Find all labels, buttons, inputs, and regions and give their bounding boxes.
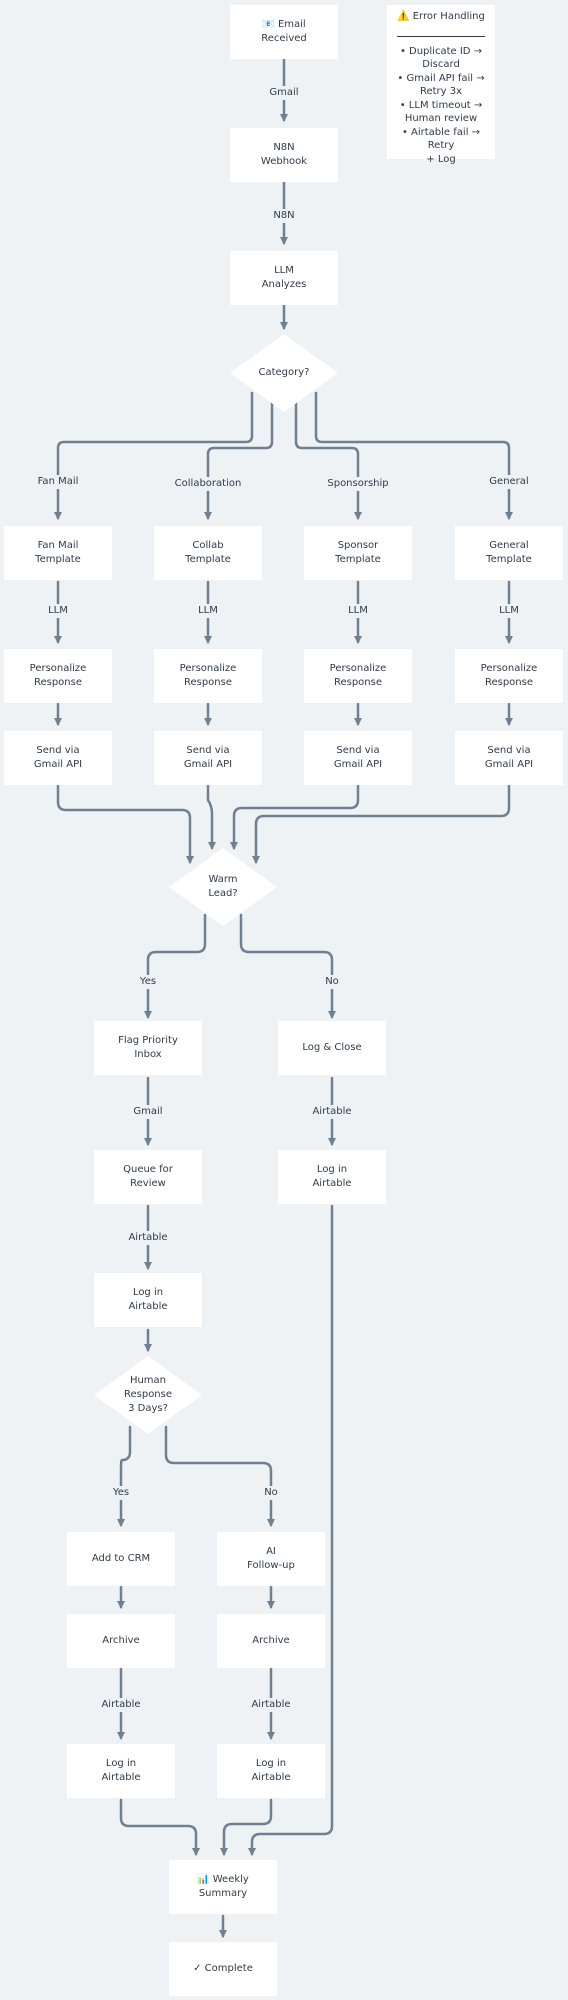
decision-category: Category?	[230, 334, 338, 412]
edge-send-general-to-warm	[252, 784, 511, 864]
decision-human-response: Human Response 3 Days?	[94, 1356, 202, 1434]
error-handling-panel: ⚠️ Error Handling • Duplicate ID → Disca…	[387, 5, 495, 165]
node-flag-priority: Flag Priority Inbox	[94, 1021, 202, 1075]
error-handling-item: • Gmail API fail → Retry 3x	[397, 72, 485, 98]
edge-category-to-fan	[54, 391, 254, 520]
edge-send-fan-to-warm	[56, 784, 194, 864]
node-personalize-fan: Personalize Response	[4, 649, 112, 703]
node-log-airtable-close: Log in Airtable	[278, 1150, 386, 1204]
edge-label-yes: Yes	[110, 1486, 132, 1500]
edge-human-yes	[117, 1425, 132, 1527]
node-send-general: Send via Gmail API	[455, 731, 563, 785]
edge-label-llm: LLM	[346, 604, 370, 618]
node-add-crm: Add to CRM	[67, 1532, 175, 1586]
diamond-shape	[230, 334, 338, 412]
edge-label-gmail: Gmail	[267, 86, 301, 100]
error-handling-title: ⚠️ Error Handling	[397, 11, 485, 22]
node-personalize-general: Personalize Response	[455, 649, 563, 703]
edge-label-fan-mail: Fan Mail	[35, 475, 81, 489]
edge-label-airtable: Airtable	[310, 1105, 354, 1119]
error-handling-item: • Duplicate ID → Discard	[399, 45, 483, 71]
edge-human-no	[164, 1425, 275, 1527]
error-handling-item: • Airtable fail → Retry + Log	[401, 126, 481, 165]
edge-log-no-to-summary	[220, 1798, 273, 1856]
divider	[397, 35, 485, 37]
edge-label-airtable: Airtable	[249, 1698, 293, 1712]
edge-send-collab-to-warm	[206, 784, 216, 850]
node-send-fan: Send via Gmail API	[4, 731, 112, 785]
node-sponsor-template: Sponsor Template	[304, 526, 412, 580]
node-archive-yes: Archive	[67, 1614, 175, 1668]
node-n8n-webhook: N8N Webhook	[230, 128, 338, 182]
node-log-close: Log & Close	[278, 1021, 386, 1075]
node-ai-followup: AI Follow-up	[217, 1532, 325, 1586]
edge-log-close-to-summary	[248, 1204, 334, 1856]
decision-warm-lead: Warm Lead?	[169, 848, 277, 926]
edge-label-collaboration: Collaboration	[172, 477, 244, 491]
edge-label-airtable: Airtable	[126, 1231, 170, 1245]
decision-warm-lead-label: Warm Lead?	[208, 874, 238, 899]
error-handling-item: • LLM timeout → Human review	[399, 99, 483, 125]
edge-label-no: No	[262, 1486, 280, 1500]
edge-label-airtable: Airtable	[99, 1698, 143, 1712]
edge-label-general: General	[487, 475, 531, 489]
edge-label-llm: LLM	[196, 604, 220, 618]
node-fan-template: Fan Mail Template	[4, 526, 112, 580]
node-log-airtable-yes: Log in Airtable	[67, 1744, 175, 1798]
edge-warm-no	[239, 913, 336, 1019]
node-send-sponsor: Send via Gmail API	[304, 731, 412, 785]
decision-category-label: Category?	[258, 367, 310, 378]
edge-label-n8n: N8N	[271, 209, 297, 223]
node-llm-analyzes: LLM Analyzes	[230, 251, 338, 305]
node-complete: ✓ Complete	[169, 1942, 277, 1996]
diamond-shape	[169, 848, 277, 926]
decision-human-response-label: Human Response 3 Days?	[123, 1375, 173, 1414]
node-log-airtable-review: Log in Airtable	[94, 1273, 202, 1327]
edge-category-to-general	[314, 391, 513, 520]
edge-label-yes: Yes	[137, 975, 159, 989]
edge-send-sponsor-to-warm	[230, 784, 360, 850]
node-log-airtable-no: Log in Airtable	[217, 1744, 325, 1798]
node-queue-review: Queue for Review	[94, 1150, 202, 1204]
edge-category-to-sponsor	[294, 401, 362, 520]
edge-label-llm: LLM	[46, 604, 70, 618]
edge-warm-yes	[144, 913, 207, 1019]
node-personalize-collab: Personalize Response	[154, 649, 262, 703]
edge-log-yes-to-summary	[119, 1798, 200, 1856]
node-email-received: 📧 Email Received	[230, 5, 338, 59]
edge-label-sponsorship: Sponsorship	[325, 477, 391, 491]
node-general-template: General Template	[455, 526, 563, 580]
node-collab-template: Collab Template	[154, 526, 262, 580]
node-send-collab: Send via Gmail API	[154, 731, 262, 785]
node-archive-no: Archive	[217, 1614, 325, 1668]
edge-label-gmail: Gmail	[131, 1105, 165, 1119]
node-weekly-summary: 📊 Weekly Summary	[169, 1860, 277, 1914]
diamond-shape	[94, 1356, 202, 1434]
edge-label-no: No	[323, 975, 341, 989]
node-personalize-sponsor: Personalize Response	[304, 649, 412, 703]
edge-category-to-collab	[204, 401, 274, 520]
edge-label-llm: LLM	[497, 604, 521, 618]
